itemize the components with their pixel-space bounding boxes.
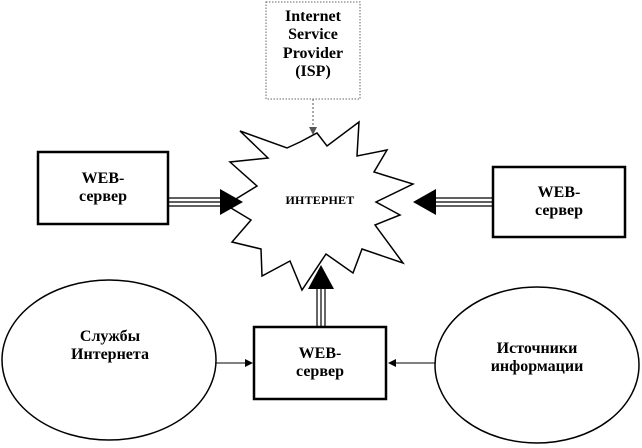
isp-box: [265, 1, 361, 100]
arrow-right-to-internet: [413, 189, 493, 215]
services-label: Службы Интернета: [20, 328, 200, 365]
web-server-bottom-label: WEB- сервер: [254, 345, 386, 382]
sources-line-2: информации: [490, 358, 584, 376]
sources-label: Источники информации: [447, 340, 627, 377]
web-server-left-label: WEB- сервер: [38, 170, 168, 207]
isp-line-1: Internet: [285, 8, 341, 25]
sources-ellipse: [434, 286, 640, 444]
internet-label: ИНТЕРНЕТ: [260, 191, 380, 209]
web-server-bottom-box: [252, 325, 388, 401]
arrow-bottom-to-internet: [308, 265, 334, 327]
internet-star: [224, 120, 416, 292]
web-server-bottom-line-1: WEB-: [298, 345, 342, 362]
web-server-left-line-1: WEB-: [81, 170, 125, 187]
arrow-left-to-internet: [168, 189, 243, 215]
services-line-2: Интернета: [71, 346, 149, 364]
isp-line-3: Provider: [282, 44, 344, 62]
web-server-left-box: [36, 150, 170, 226]
services-ellipse: [1, 279, 217, 441]
web-server-right-box: [491, 165, 627, 239]
internet-label-text: ИНТЕРНЕТ: [285, 193, 355, 207]
isp-line-4: (ISP): [295, 63, 331, 81]
web-server-right-line-2: сервер: [535, 202, 583, 220]
services-line-1: Службы: [79, 328, 141, 345]
web-server-right-label: WEB- сервер: [493, 184, 625, 221]
isp-line-2: Service: [288, 26, 338, 44]
sources-line-1: Источники: [496, 340, 578, 357]
web-server-right-line-1: WEB-: [537, 184, 581, 201]
web-server-left-line-2: сервер: [79, 188, 127, 206]
web-server-bottom-line-2: сервер: [296, 363, 344, 381]
isp-arrowhead: [309, 127, 317, 135]
isp-label: Internet Service Provider (ISP): [266, 8, 360, 82]
